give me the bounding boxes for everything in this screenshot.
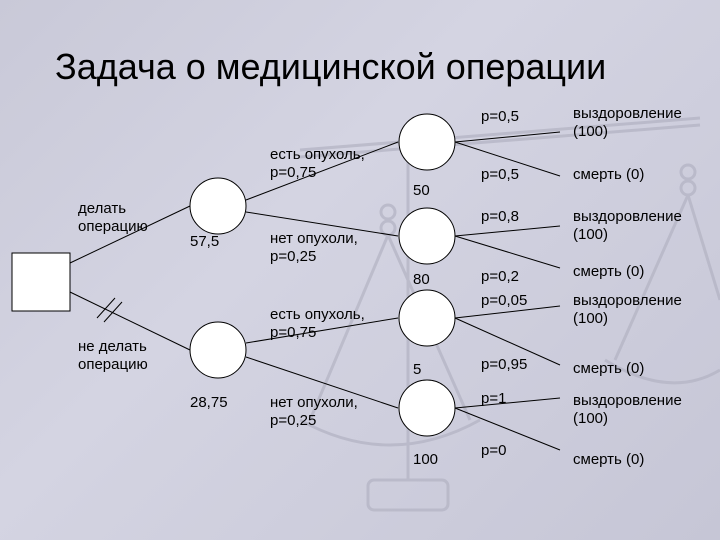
decision-label-no-operate: не делать операцию <box>78 338 148 373</box>
value-c4: 100 <box>413 451 439 468</box>
outcome-line <box>454 305 561 319</box>
probability-label: p=0,95 <box>481 356 528 373</box>
chance-node-c2 <box>398 207 456 265</box>
chance-node-c3 <box>398 289 456 347</box>
outcome-label: выздоровление (100) <box>573 292 682 327</box>
outcome-line <box>454 235 561 269</box>
branch-label-tumor-no: есть опухоль, p=0,75 <box>270 306 365 341</box>
probability-label: p=0,8 <box>481 208 519 225</box>
outcome-line <box>454 397 561 409</box>
outcome-label: смерть (0) <box>573 263 645 280</box>
outcome-label: смерть (0) <box>573 451 645 468</box>
branch-block-mark <box>103 301 123 323</box>
branch-operate-line <box>69 205 191 264</box>
chance-node-operate <box>189 177 247 235</box>
branch-label-tumor-op: есть опухоль, p=0,75 <box>270 146 365 181</box>
probability-label: p=1 <box>481 390 507 407</box>
value-c2: 80 <box>413 271 430 288</box>
outcome-line <box>454 225 561 237</box>
chance-node-c4 <box>398 379 456 437</box>
outcome-line <box>454 131 561 143</box>
branch-label-no-tumor-no: нет опухоли, p=0,25 <box>270 394 358 429</box>
outcome-label: смерть (0) <box>573 360 645 377</box>
branch-tumor-op-line <box>245 141 399 201</box>
branch-no-tumor-op-line <box>245 211 399 237</box>
outcome-line <box>454 317 561 366</box>
probability-label: p=0,05 <box>481 292 528 309</box>
outcome-line <box>454 407 561 451</box>
outcome-label: выздоровление (100) <box>573 208 682 243</box>
value-c1: 50 <box>413 182 430 199</box>
branch-no-operate-line <box>69 291 191 351</box>
decision-node <box>11 252 71 312</box>
chance-node-no-operate <box>189 321 247 379</box>
outcome-label: выздоровление (100) <box>573 392 682 427</box>
decision-label-operate: делать операцию <box>78 200 148 235</box>
outcome-label: выздоровление (100) <box>573 105 682 140</box>
probability-label: p=0 <box>481 442 507 459</box>
value-no-operate: 28,75 <box>190 394 228 411</box>
outcome-label: смерть (0) <box>573 166 645 183</box>
page-title: Задача о медицинской операции <box>55 46 607 87</box>
value-operate: 57,5 <box>190 233 220 250</box>
probability-label: p=0,5 <box>481 108 519 125</box>
outcome-line <box>454 141 561 177</box>
chance-node-c1 <box>398 113 456 171</box>
probability-label: p=0,5 <box>481 166 519 183</box>
branch-no-tumor-no-line <box>245 356 399 409</box>
branch-tumor-no-line <box>245 317 399 344</box>
branch-label-no-tumor-op: нет опухоли, p=0,25 <box>270 230 358 265</box>
value-c3: 5 <box>413 361 422 378</box>
branch-block-mark <box>96 297 116 319</box>
probability-label: p=0,2 <box>481 268 519 285</box>
